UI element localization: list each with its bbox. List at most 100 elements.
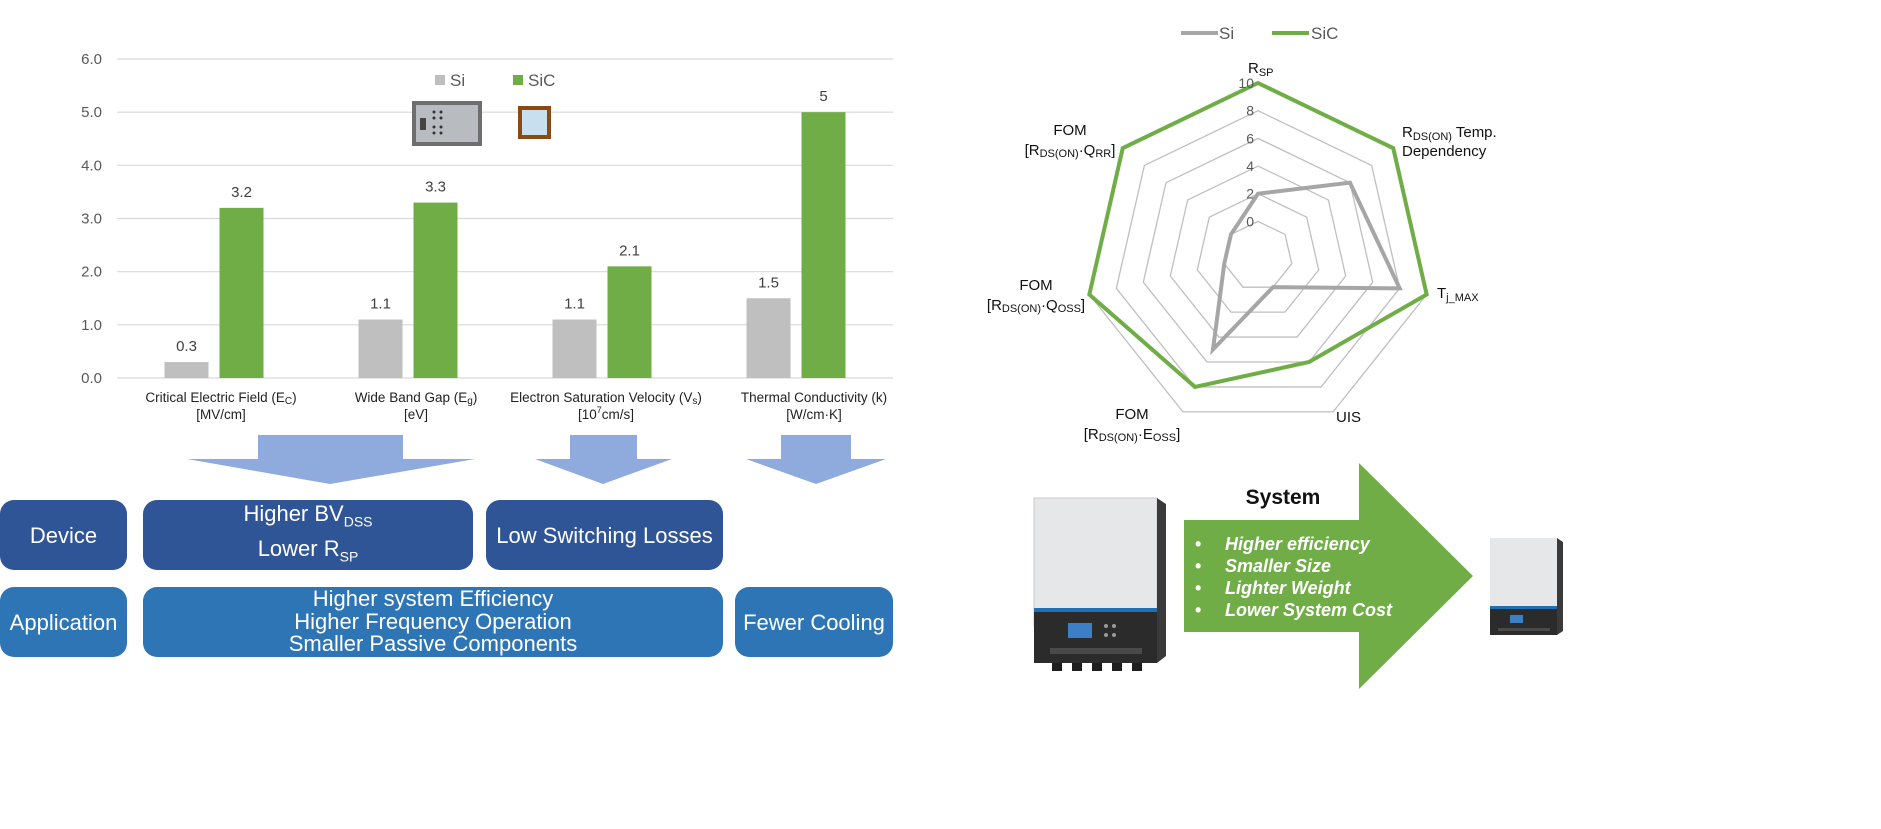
bar-chart: 0.0 1.0 2.0 3.0 4.0 5.0 6.0 0.3 3.2 1.1 3.3 1.1 2.1… <box>81 51 893 422</box>
sic-chip-image <box>518 106 551 139</box>
device-benefit-switching: Low Switching Losses <box>486 500 723 570</box>
y-tick-label: 1.0 <box>81 317 102 334</box>
data-label: 1.1 <box>370 296 391 313</box>
legend-sic-label: SiC <box>528 71 555 90</box>
svg-text:Dependency: Dependency <box>1402 143 1487 160</box>
svg-text:[W/cm·K]: [W/cm·K] <box>786 407 842 422</box>
system-benefit-list: •Higher efficiency •Smaller Size •Lighte… <box>1195 533 1392 621</box>
svg-text:Electron Saturation Velocity (: Electron Saturation Velocity (Vs) <box>510 390 702 407</box>
radar-axis-label-uis: UIS <box>1336 409 1361 426</box>
bar-si <box>552 319 597 378</box>
svg-text:FOM: FOM <box>1019 277 1052 294</box>
y-tick-label: 2.0 <box>81 264 102 281</box>
legend-si-label: Si <box>450 71 465 90</box>
radar-axis-label-fom-eoss: FOM [RDS(ON)·EOSS] <box>1084 406 1181 444</box>
svg-text:[MV/cm]: [MV/cm] <box>196 407 246 422</box>
radar-axis-label-temp-dependency: RDS(ON) Temp. Dependency <box>1402 124 1497 160</box>
category-label-thermal-conductivity: Thermal Conductivity (k) [W/cm·K] <box>741 390 887 422</box>
category-label-critical-field: Critical Electric Field (EC) [MV/cm] <box>145 390 296 422</box>
radar-tick-label: 4 <box>1246 158 1254 174</box>
radar-grid-ring <box>1169 165 1347 338</box>
y-tick-label: 3.0 <box>81 211 102 228</box>
svg-text:[RDS(ON)·EOSS]: [RDS(ON)·EOSS] <box>1084 426 1181 444</box>
radar-axis-label-fom-qrr: FOM [RDS(ON)·QRR] <box>1025 122 1116 160</box>
y-tick-label: 6.0 <box>81 51 102 68</box>
svg-text:[RDS(ON)·QOSS]: [RDS(ON)·QOSS] <box>987 297 1085 315</box>
radar-chart: Si SiC 0 2 4 6 8 10 RSP RDS(ON) Temp. Depende… <box>987 24 1497 444</box>
down-arrow-icon <box>746 435 886 484</box>
category-label-band-gap: Wide Band Gap (Eg) [eV] <box>355 390 478 422</box>
radar-gridlines <box>1088 82 1428 413</box>
system-benefit-item: •Smaller Size <box>1195 556 1332 576</box>
y-tick-label: 5.0 <box>81 104 102 121</box>
bar-sic <box>413 202 458 378</box>
small-inverter-image <box>1490 538 1563 635</box>
y-tick-label: 4.0 <box>81 157 102 174</box>
bar-chart-y-axis: 0.0 1.0 2.0 3.0 4.0 5.0 6.0 <box>81 51 102 387</box>
radar-tick-label: 2 <box>1246 186 1254 202</box>
bar-chart-value-labels: 0.3 3.2 1.1 3.3 1.1 2.1 1.5 5 <box>176 88 828 355</box>
svg-text:RDS(ON) Temp.: RDS(ON) Temp. <box>1402 124 1497 143</box>
bar-si <box>746 298 791 378</box>
radar-axis-label-rsp: RSP <box>1248 60 1274 79</box>
system-benefit-item: •Higher efficiency <box>1195 534 1370 554</box>
radar-tick-label: 0 <box>1246 213 1254 229</box>
system-benefit-item: •Lower System Cost <box>1195 600 1393 620</box>
legend-si-swatch <box>435 75 445 85</box>
large-inverter-image <box>1033 497 1166 671</box>
radar-axis-label-tj-max: Tj_MAX <box>1437 285 1479 304</box>
system-arrow-icon <box>1184 463 1473 689</box>
radar-grid-ring <box>1115 109 1401 388</box>
legend-si-label: Si <box>1219 24 1234 43</box>
radar-series-si <box>1210 180 1403 356</box>
svg-text:[107cm/s]: [107cm/s] <box>578 405 634 422</box>
application-row-label: Application <box>0 587 127 657</box>
bar-sic <box>801 112 846 379</box>
data-label: 0.3 <box>176 338 197 355</box>
data-label: 1.1 <box>564 296 585 313</box>
system-title: System <box>1245 486 1321 509</box>
bar-si <box>164 362 209 378</box>
svg-text:[eV]: [eV] <box>404 407 428 422</box>
data-label: 1.5 <box>758 274 779 291</box>
radar-radial-ticks: 0 2 4 6 8 10 <box>1238 75 1254 229</box>
device-row-label: Device <box>0 500 127 570</box>
data-label: 2.1 <box>619 242 640 259</box>
down-arrow-icon <box>187 435 475 484</box>
category-label-saturation-velocity: Electron Saturation Velocity (Vs) [107cm… <box>510 390 702 422</box>
application-cooling: Fewer Cooling <box>735 587 893 657</box>
bar-sic <box>607 266 652 378</box>
property-to-benefit-arrows <box>187 435 886 484</box>
application-benefit-line: Smaller Passive Components <box>288 631 578 657</box>
radar-grid-ring <box>1142 137 1374 363</box>
down-arrow-icon <box>535 435 672 484</box>
radar-grid-ring <box>1196 192 1320 313</box>
radar-tick-label: 8 <box>1246 103 1254 119</box>
svg-text:FOM: FOM <box>1053 122 1086 139</box>
data-label: 5 <box>819 88 827 105</box>
data-label: 3.3 <box>425 179 446 196</box>
bar-si <box>358 319 403 378</box>
svg-text:[RDS(ON)·QRR]: [RDS(ON)·QRR] <box>1025 142 1116 160</box>
legend-sic-swatch <box>513 75 523 85</box>
bar-chart-bars <box>164 112 846 379</box>
svg-text:FOM: FOM <box>1115 406 1148 423</box>
legend-sic-label: SiC <box>1311 24 1338 43</box>
radar-series <box>1087 80 1429 390</box>
application-benefit-line: Higher Frequency Operation <box>294 608 572 634</box>
radar-tick-label: 10 <box>1238 75 1254 91</box>
application-benefits: Higher system Efficiency Higher Frequenc… <box>143 587 723 657</box>
si-chip-image <box>412 101 482 146</box>
svg-text:Critical Electric Field (EC): Critical Electric Field (EC) <box>145 390 296 407</box>
radar-tick-label: 6 <box>1246 130 1254 146</box>
radar-series-sic <box>1087 80 1429 390</box>
y-tick-label: 0.0 <box>81 370 102 387</box>
svg-text:Wide Band Gap (Eg): Wide Band Gap (Eg) <box>355 390 478 407</box>
system-section <box>1033 463 1563 689</box>
data-label: 3.2 <box>231 184 252 201</box>
radar-axis-label-fom-qoss: FOM [RDS(ON)·QOSS] <box>987 277 1085 315</box>
bar-sic <box>219 207 264 378</box>
svg-text:Thermal Conductivity (k): Thermal Conductivity (k) <box>741 390 887 405</box>
application-benefit-line: Higher system Efficiency <box>312 586 554 612</box>
device-benefit-bv-rsp: Higher BVDSS Lower RSP <box>143 500 473 570</box>
